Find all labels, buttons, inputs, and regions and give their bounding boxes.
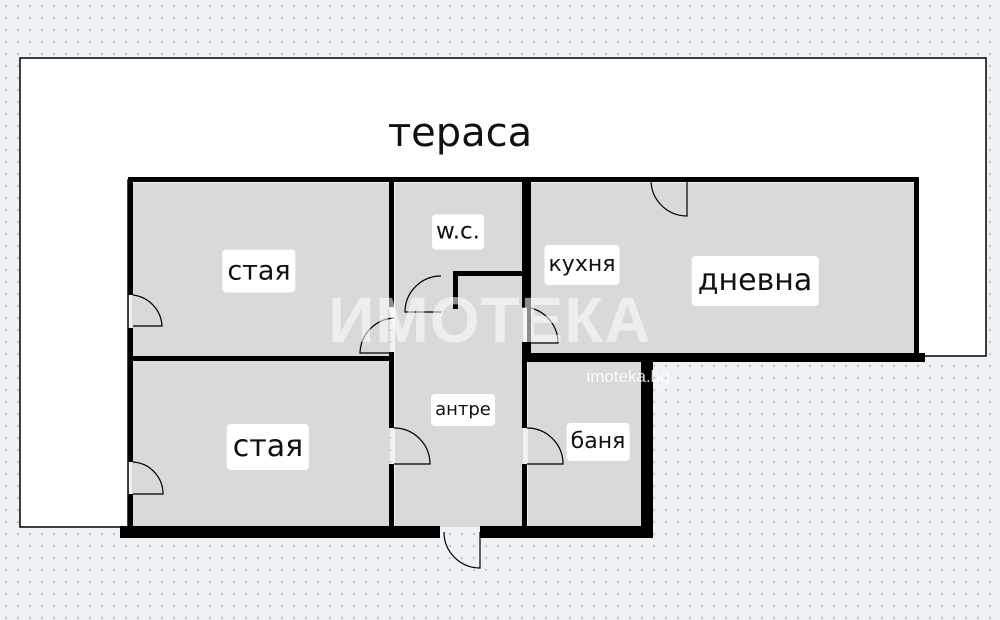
door-wc	[404, 275, 442, 313]
label-hallway: антре	[431, 394, 495, 426]
wall-wc-right	[522, 177, 527, 307]
label-room-bottom: стая	[226, 424, 310, 470]
wall-wc-left-c	[389, 464, 394, 530]
label-kitchen: кухня	[544, 245, 620, 285]
wall-bath-right	[641, 357, 653, 538]
wall-rooms-divider	[128, 356, 392, 361]
label-living: дневна	[691, 256, 819, 306]
wall-left-b	[128, 328, 133, 462]
wall-left-c	[128, 494, 133, 530]
wall-kitchen-left	[527, 177, 531, 355]
wall-wc-left-b	[389, 352, 394, 428]
wall-left-a	[128, 177, 133, 295]
door-kitchen	[521, 306, 559, 344]
label-bathroom: баня	[566, 423, 630, 461]
wall-wc-left-a	[389, 177, 394, 307]
wall-bottom	[120, 526, 440, 538]
door-room-top-inner	[359, 317, 395, 354]
wall-hall-right-a	[522, 342, 527, 428]
wall-wc-stub	[453, 271, 458, 309]
wall-kitchen-bottom	[523, 353, 925, 362]
wall-wc-bottom	[453, 271, 525, 276]
door-room-top	[132, 294, 163, 327]
door-room-bottom	[132, 461, 164, 495]
label-wc: w.c.	[432, 214, 484, 250]
room-fills	[132, 183, 914, 527]
label-room-top: стая	[222, 249, 296, 293]
wall-hall-right-b	[522, 464, 527, 530]
door-bathroom	[526, 427, 564, 465]
walls	[120, 177, 925, 538]
label-terrace: тераса	[387, 110, 533, 156]
door-entrance	[443, 531, 481, 569]
door-room-bottom-inner	[393, 427, 431, 465]
door-terrace	[650, 179, 688, 217]
doors	[132, 179, 688, 569]
wall-bottom-right	[480, 526, 653, 538]
wall-right	[914, 177, 919, 357]
